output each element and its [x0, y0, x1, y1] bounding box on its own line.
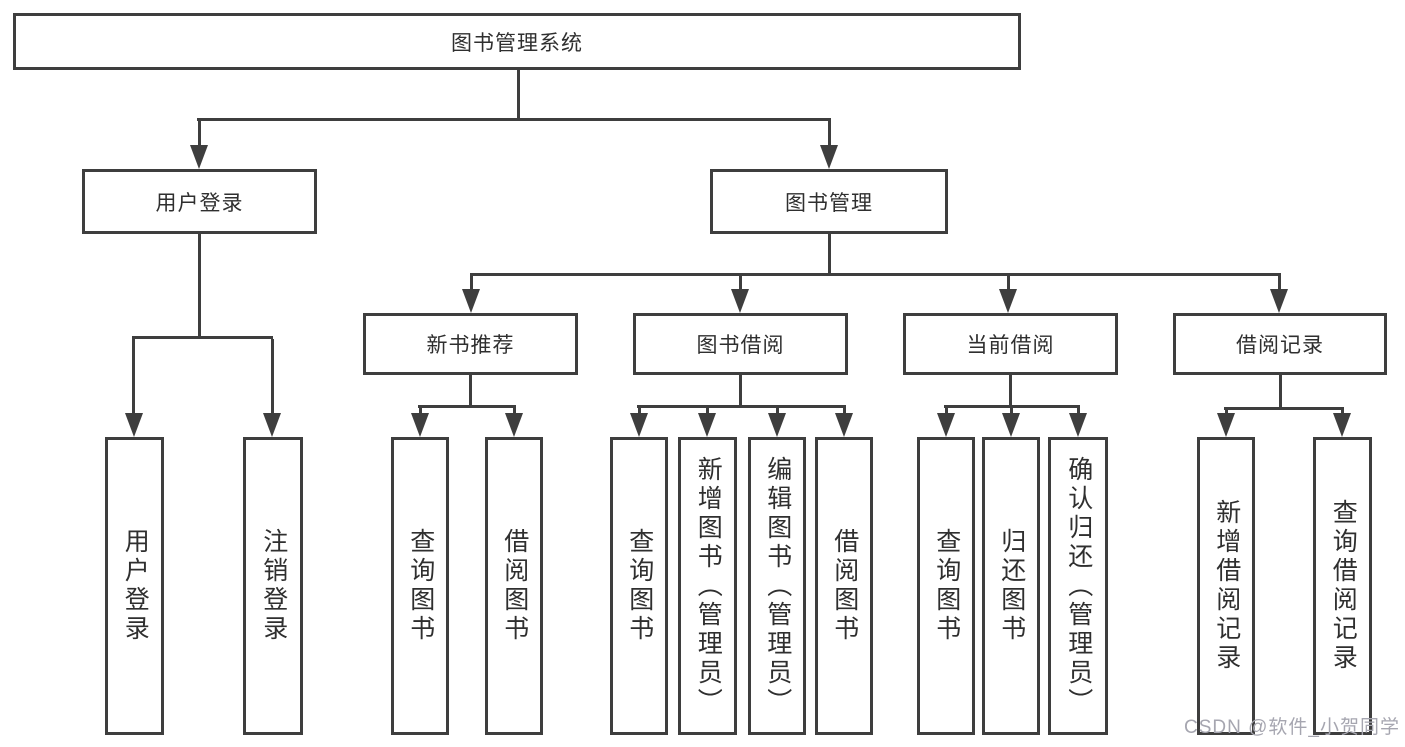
connector-current-borrow-trunk	[1009, 375, 1012, 408]
leaf-add-books-admin: 新增图书（管理员）	[678, 437, 737, 735]
leaf-query-borrow-record-label: 查询借阅记录	[1329, 499, 1358, 673]
arrowhead-down-icon	[698, 413, 716, 437]
leaf-return-books: 归还图书	[982, 437, 1040, 735]
connector-leaf-drop	[132, 339, 135, 413]
connector-leaf-drop	[945, 408, 948, 415]
leaf-borrow-books-2: 借阅图书	[815, 437, 873, 735]
leaf-edit-books-admin: 编辑图书（管理员）	[748, 437, 806, 735]
arrowhead-down-icon	[768, 413, 786, 437]
leaf-borrow-books-1: 借阅图书	[485, 437, 543, 735]
arrowhead-down-icon	[1217, 413, 1235, 437]
leaf-query-borrow-record: 查询借阅记录	[1313, 437, 1372, 735]
leaf-query-books-2-label: 查询图书	[625, 528, 654, 644]
connector-leaf-drop	[638, 408, 641, 415]
leaf-edit-books-admin-label: 编辑图书（管理员）	[763, 455, 792, 717]
connector-book-borrow-drop	[739, 276, 742, 291]
connector-user-login-bar	[132, 336, 273, 339]
leaf-query-books-1: 查询图书	[391, 437, 449, 735]
leaf-add-books-admin-label: 新增图书（管理员）	[694, 455, 723, 717]
node-book-borrow: 图书借阅	[633, 313, 848, 375]
leaf-query-books-1-label: 查询图书	[406, 528, 435, 644]
connector-leaf-drop	[271, 339, 274, 413]
arrowhead-down-icon	[999, 289, 1017, 313]
arrowhead-down-icon	[731, 289, 749, 313]
node-new-books-label: 新书推荐	[426, 334, 515, 357]
connector-root-bar	[197, 118, 831, 121]
leaf-query-books-3-label: 查询图书	[932, 528, 961, 644]
connector-level3-bar	[470, 273, 1281, 276]
leaf-confirm-return-admin: 确认归还（管理员）	[1048, 437, 1108, 735]
connector-current-borrow-bar	[944, 405, 1080, 408]
arrowhead-down-icon	[190, 145, 208, 169]
connector-book-mgmt-trunk	[828, 234, 831, 276]
node-book-borrow-label: 图书借阅	[696, 334, 785, 357]
connector-leaf-drop	[706, 408, 709, 415]
connector-user-login-trunk	[198, 234, 201, 339]
connector-borrow-records-drop	[1278, 276, 1281, 291]
connector-current-borrow-drop	[1007, 276, 1010, 291]
connector-leaf-drop	[1341, 410, 1344, 415]
arrowhead-down-icon	[835, 413, 853, 437]
connector-leaf-drop	[776, 408, 779, 415]
arrowhead-down-icon	[462, 289, 480, 313]
arrowhead-down-icon	[125, 413, 143, 437]
node-root: 图书管理系统	[13, 13, 1021, 70]
arrowhead-down-icon	[1270, 289, 1288, 313]
node-current-borrow-label: 当前借阅	[966, 334, 1055, 357]
arrowhead-down-icon	[630, 413, 648, 437]
connector-new-books-bar	[418, 405, 516, 408]
leaf-borrow-books-2-label: 借阅图书	[830, 528, 859, 644]
connector-leaf-drop	[513, 408, 516, 415]
arrowhead-down-icon	[411, 413, 429, 437]
leaf-add-borrow-record: 新增借阅记录	[1197, 437, 1255, 735]
arrowhead-down-icon	[820, 145, 838, 169]
leaf-borrow-books-1-label: 借阅图书	[500, 528, 529, 644]
connector-leaf-drop	[843, 408, 846, 415]
connector-borrow-records-trunk	[1279, 375, 1282, 410]
leaf-user-login: 用户登录	[105, 437, 164, 735]
csdn-watermark: CSDN @软件_小贺同学	[1184, 717, 1400, 738]
node-borrow-records: 借阅记录	[1173, 313, 1387, 375]
leaf-query-books-3: 查询图书	[917, 437, 975, 735]
connector-book-mgmt-drop	[828, 121, 831, 147]
arrowhead-down-icon	[263, 413, 281, 437]
arrowhead-down-icon	[937, 413, 955, 437]
leaf-logout: 注销登录	[243, 437, 303, 735]
connector-root-trunk	[517, 70, 520, 121]
connector-new-books-trunk	[469, 375, 472, 408]
node-current-borrow: 当前借阅	[903, 313, 1118, 375]
node-user-login-label: 用户登录	[155, 191, 244, 215]
connector-user-login-drop	[198, 121, 201, 147]
arrowhead-down-icon	[1333, 413, 1351, 437]
connector-borrow-records-bar	[1224, 407, 1344, 410]
node-book-mgmt: 图书管理	[710, 169, 948, 234]
arrowhead-down-icon	[1069, 413, 1087, 437]
leaf-return-books-label: 归还图书	[997, 528, 1026, 644]
connector-leaf-drop	[419, 408, 422, 415]
arrowhead-down-icon	[1002, 413, 1020, 437]
connector-leaf-drop	[1225, 410, 1228, 415]
connector-leaf-drop	[1010, 408, 1013, 415]
leaf-logout-label: 注销登录	[259, 528, 288, 644]
connector-book-borrow-trunk	[739, 375, 742, 408]
connector-leaf-drop	[1077, 408, 1080, 415]
node-user-login: 用户登录	[82, 169, 317, 234]
connector-book-borrow-bar	[637, 405, 846, 408]
arrowhead-down-icon	[505, 413, 523, 437]
node-borrow-records-label: 借阅记录	[1236, 334, 1324, 357]
leaf-user-login-label: 用户登录	[121, 528, 150, 644]
node-root-label: 图书管理系统	[451, 31, 583, 55]
leaf-confirm-return-admin-label: 确认归还（管理员）	[1064, 455, 1093, 717]
connector-new-books-drop	[470, 276, 473, 291]
node-new-books: 新书推荐	[363, 313, 578, 375]
leaf-add-borrow-record-label: 新增借阅记录	[1212, 499, 1241, 673]
leaf-query-books-2: 查询图书	[610, 437, 668, 735]
node-book-mgmt-label: 图书管理	[785, 191, 873, 215]
